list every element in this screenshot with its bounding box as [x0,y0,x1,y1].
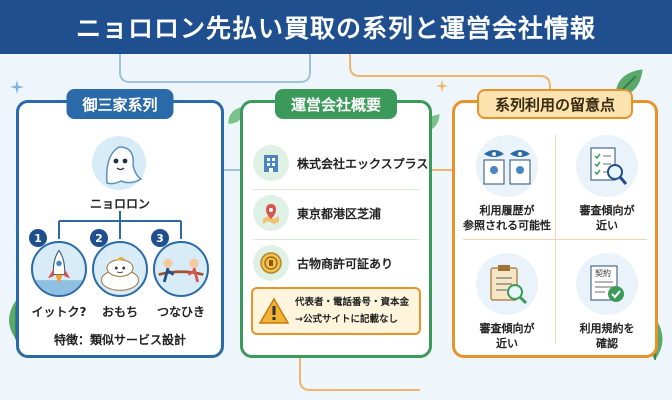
member-number-3: 3 [151,229,169,247]
title-banner: ニョロロン先払い買取の系列と運営会社情報 [0,0,672,54]
sparkle-icon [10,80,24,94]
contract-label: 契約 [595,268,611,278]
company-heading: 運営会社概要 [274,89,398,119]
mascot-icon [92,136,146,190]
rocket-icon [33,249,85,295]
caution-shared-records: 利用履歴が参照される可能性 [459,135,555,233]
family-panel: 御三家系列 ニョロロン 1 イットク? 2 おもち 3 [16,89,224,358]
family-tree-lines [58,211,182,239]
caution-screening-similar-2: 審査傾向が近い [459,253,555,351]
mascot-name: ニョロロン [89,197,150,211]
mochi-icon [100,256,140,291]
checklist-magnifier-icon [576,135,638,197]
member-avatar-tsunahiki [153,241,209,297]
caution-line: 近い [496,337,518,350]
divider [463,239,647,240]
caution-line: 近い [596,219,618,232]
building-icon [253,145,289,181]
caution-line: 確認 [596,337,618,350]
company-name: 株式会社エックスプラス [297,156,429,171]
company-address: 東京都港区芝浦 [297,206,382,221]
clipboard-magnifier-icon [476,253,538,315]
map-pin-icon [253,195,289,231]
cautions-panel: 系列利用の留意点 利用履歴が参照される可能性 審査傾向が近い 審査傾向が近い 契… [452,89,658,358]
divider [253,189,419,190]
sparkle-icon [436,80,448,92]
member-name-omochi: おもち [101,305,138,319]
tug-of-war-icon [158,258,204,283]
divider [253,239,419,240]
warning-line-2: →公式サイトに記載なし [295,314,398,325]
caution-check-terms: 契約 利用規約を確認 [559,253,655,351]
member-name-ittoku: イットク? [31,305,87,319]
shared-records-icon [476,135,538,197]
company-name-row: 株式会社エックスプラス [253,145,428,181]
company-license: 古物商許可証あり [297,256,394,271]
contract-check-icon: 契約 [576,253,638,315]
caution-line: 審査傾向が [479,322,535,335]
family-feature: 特徴：類似サービス設計 [53,333,186,347]
warning-line-1: 代表者・電話番号・資本金 [295,297,410,308]
warning-icon [259,297,289,324]
member-avatar-omochi [92,241,148,297]
member-avatar-ittoku [31,241,87,297]
member-number-2: 2 [90,229,108,247]
company-license-row: 古物商許可証あり [253,245,393,281]
company-address-row: 東京都港区芝浦 [253,195,381,231]
license-badge-icon [253,245,289,281]
page-title: ニョロロン先払い買取の系列と運営会社情報 [75,14,596,43]
company-panel: 運営会社概要 株式会社エックスプラス 東京都港区芝浦 古物商許可証あり 代表者・… [240,89,432,358]
cautions-heading: 系列利用の留意点 [476,89,634,119]
warning-box: 代表者・電話番号・資本金 →公式サイトに記載なし [251,287,421,335]
caution-line: 利用規約を [579,322,635,335]
caution-line: 利用履歴が [479,204,535,217]
caution-line: 審査傾向が [579,204,635,217]
member-number-1: 1 [29,229,47,247]
caution-line: 参照される可能性 [463,219,551,232]
caution-screening-similar: 審査傾向が近い [559,135,655,233]
member-name-tsunahiki: つなひき [156,305,205,319]
family-heading: 御三家系列 [66,89,174,119]
